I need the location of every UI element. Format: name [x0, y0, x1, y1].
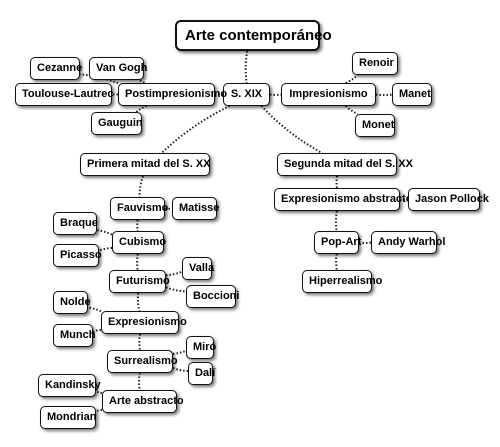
- node-fauvismo: Fauvismo: [110, 197, 168, 220]
- node-andy-warhol: Andy Warhol: [371, 231, 445, 254]
- connector-impresionismo-renoir: [345, 74, 359, 84]
- node-arte-abstracto: Arte abstracto: [102, 390, 184, 413]
- node-jason-pollock: Jason Pollock: [408, 188, 489, 211]
- node-primera-mitad: Primera mitad del S. XX: [80, 153, 211, 176]
- connector-expresionismo_abstracto-pop_art: [334, 210, 338, 232]
- connector-futurismo-expresionismo: [136, 292, 141, 312]
- connector-expresionismo-munch: [92, 329, 102, 333]
- connector-surrealismo-dali: [172, 367, 189, 373]
- connector-arte_abstracto-kandinsky: [95, 390, 103, 395]
- node-valla: Valla: [182, 257, 214, 280]
- root-node: Arte contemporáneo: [175, 20, 332, 51]
- node-matisse: Matisse: [172, 197, 219, 220]
- connector-cubismo-futurismo: [136, 253, 139, 271]
- node-expresionismo: Expresionismo: [101, 311, 187, 334]
- connector-s_xix-primera_mitad: [160, 105, 231, 154]
- node-manet: Manet: [392, 83, 432, 106]
- node-gauguin: Gauguin: [91, 112, 143, 135]
- node-segunda-mitad: Segunda mitad del S. XX: [277, 153, 413, 176]
- node-hiperrealismo: Hiperrealismo: [302, 270, 382, 293]
- connector-postimpresionismo-gauguin: [135, 105, 148, 113]
- connector-fauvismo-cubismo: [136, 219, 139, 232]
- connector-postimpresionismo-cezanne: [79, 73, 119, 85]
- node-monet: Monet: [355, 114, 395, 137]
- node-dali: Dalí: [188, 362, 215, 385]
- connector-cubismo-braque: [96, 229, 113, 236]
- node-expresionismo-abstracto: Expresionismo abstracto: [274, 188, 412, 211]
- connector-s_xix-segunda_mitad: [260, 105, 323, 154]
- connector-pop_art-hiperrealismo: [335, 253, 338, 271]
- node-picasso: Picasso: [53, 244, 102, 267]
- connector-expresionismo-nolde: [87, 306, 102, 313]
- node-braque: Braque: [53, 212, 98, 235]
- node-toulouse-lautrec: Toulouse-Lautrec: [15, 83, 113, 106]
- connector-surrealismo-miro: [172, 349, 187, 355]
- connector-surrealismo-arte_abstracto: [138, 372, 141, 391]
- node-cubismo: Cubismo: [112, 231, 166, 254]
- connector-cubismo-picasso: [98, 246, 113, 252]
- node-van-gogh: Van Gogh: [89, 57, 147, 80]
- node-miro: Miró: [186, 336, 216, 359]
- connector-impresionismo-manet: [375, 93, 393, 97]
- node-impresionismo: Impresionismo: [281, 83, 376, 106]
- node-boccioni: Boccioni: [186, 285, 239, 308]
- connector-root-s_xix: [244, 50, 249, 84]
- node-postimpresionismo: Postimpresionismo: [118, 83, 227, 106]
- connector-futurismo-boccioni: [165, 286, 187, 293]
- node-munch: Munch: [53, 324, 95, 347]
- node-kandinsky: Kandinsky: [38, 374, 101, 397]
- connector-expresionismo-surrealismo: [138, 333, 141, 351]
- node-renoir: Renoir: [352, 52, 398, 75]
- node-surrealismo: Surrealismo: [107, 350, 178, 373]
- connector-postimpresionismo-van_gogh: [138, 79, 145, 84]
- node-nolde: Nolde: [53, 291, 91, 314]
- node-pop-art: Pop-Art: [314, 231, 361, 254]
- connector-primera_mitad-fauvismo: [138, 175, 144, 198]
- node-futurismo: Futurismo: [109, 270, 170, 293]
- node-cezanne: Cezanne: [30, 57, 82, 80]
- connector-arte_abstracto-mondrian: [95, 408, 103, 413]
- connector-impresionismo-monet: [345, 105, 359, 115]
- connector-futurismo-valla: [165, 270, 183, 277]
- node-s-xix: S. XIX: [223, 83, 270, 106]
- node-mondrian: Mondrian: [40, 406, 97, 429]
